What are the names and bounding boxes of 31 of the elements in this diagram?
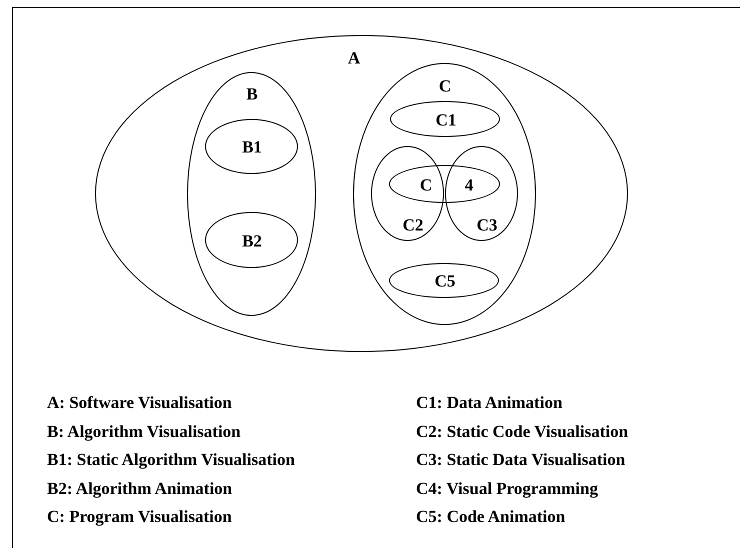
- ellipse: [389, 263, 499, 298]
- legend-text: A: Software Visualisation: [47, 394, 232, 411]
- ellipse-label: B1: [242, 138, 262, 156]
- ellipse-label: A: [348, 50, 360, 66]
- ellipse-label: C: [438, 78, 452, 94]
- ellipse: [187, 72, 316, 316]
- legend-text: C5: Code Animation: [416, 508, 566, 525]
- ellipse: [389, 165, 500, 203]
- ellipse: [445, 146, 518, 241]
- legend-text: C3: Static Data Visualisation: [416, 451, 626, 468]
- ellipse-label: C2: [402, 216, 424, 234]
- ellipse-label: 4: [464, 176, 474, 194]
- ellipse: [371, 146, 444, 241]
- ellipse: [205, 212, 298, 268]
- legend-text: B2: Algorithm Animation: [47, 480, 232, 496]
- legend-text: C4: Visual Programming: [416, 480, 598, 496]
- ellipse-label: C5: [434, 272, 456, 290]
- ellipse-label: B: [246, 86, 258, 102]
- ellipse: [205, 119, 298, 174]
- ellipse: [390, 101, 500, 137]
- ellipse-label: C: [420, 176, 432, 194]
- legend-text: B1: Static Algorithm Visualisation: [47, 451, 295, 468]
- ellipse: [353, 63, 536, 325]
- legend-text: C: Program Visualisation: [47, 508, 232, 525]
- legend-text: C1: Data Animation: [416, 394, 562, 411]
- legend-text: B: Algorithm Visualisation: [47, 422, 241, 440]
- ellipse-label: C3: [476, 216, 498, 234]
- ellipse: [95, 35, 628, 352]
- ellipse-label: B2: [242, 232, 262, 250]
- ellipse-label: C1: [436, 112, 456, 128]
- legend-text: C2: Static Code Visualisation: [416, 422, 628, 440]
